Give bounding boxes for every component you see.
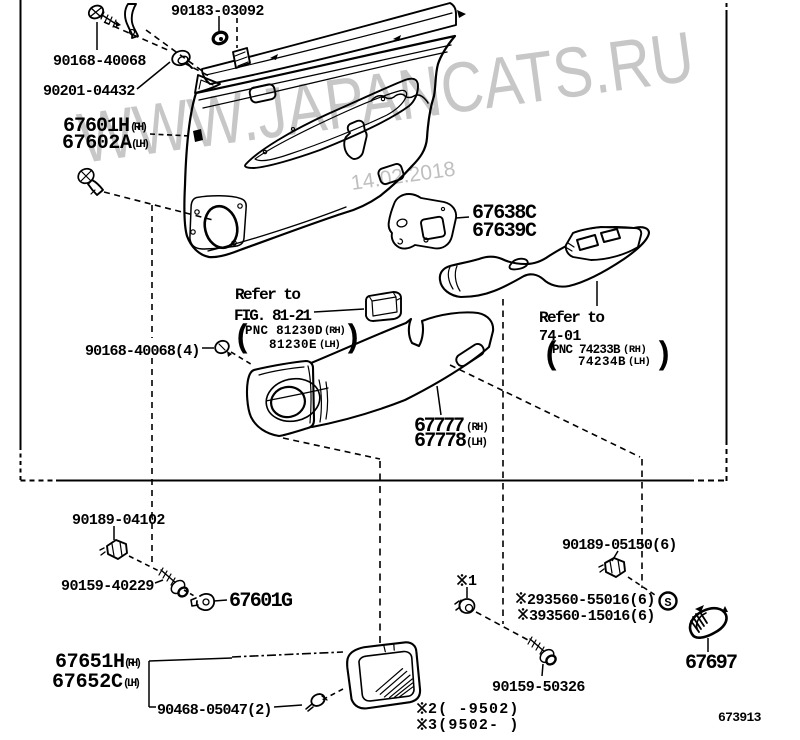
svg-text:81230E: 81230E [269,338,316,352]
svg-text:(RH): (RH) [466,422,488,434]
svg-text:393560-15016(6): 393560-15016(6) [529,608,655,625]
svg-text:90468-05047(2): 90468-05047(2) [157,702,272,719]
svg-text:1: 1 [468,573,477,590]
svg-text:(RH): (RH) [124,658,141,670]
svg-text:90201-04432: 90201-04432 [43,83,135,100]
svg-text:67651H: 67651H [55,651,124,674]
svg-text:90159-50326: 90159-50326 [492,679,585,696]
svg-text:(RH): (RH) [130,122,147,134]
svg-text:67602A: 67602A [62,132,132,155]
svg-text:Refer to: Refer to [235,286,301,304]
svg-text:(: ( [233,320,252,357]
svg-text:67639C: 67639C [472,220,537,243]
svg-text:67601G: 67601G [229,590,293,613]
svg-text:Refer to: Refer to [539,309,605,327]
svg-text:90168-40068: 90168-40068 [53,53,146,70]
svg-text:FIG. 81-21: FIG. 81-21 [234,307,312,325]
svg-text:3(9502- ): 3(9502- ) [428,717,518,734]
svg-text:74-01: 74-01 [539,328,581,345]
svg-text:(: ( [542,337,561,374]
svg-text:(LH): (LH) [319,339,340,351]
svg-text:(LH): (LH) [123,678,140,690]
svg-text:PNC 74233B: PNC 74233B [552,343,621,357]
svg-text:2( -9502): 2( -9502) [428,701,518,718]
svg-text:90159-40229: 90159-40229 [61,578,154,595]
svg-text:(LH): (LH) [131,139,149,151]
svg-text:74234B: 74234B [578,355,626,369]
svg-text:293560-55016(6): 293560-55016(6) [527,592,655,609]
svg-text:90189-05150(6): 90189-05150(6) [562,537,677,554]
svg-text:67778: 67778 [414,430,466,453]
svg-text:90168-40068(4): 90168-40068(4) [85,343,200,360]
svg-text:): ) [343,320,362,357]
svg-text:673913: 673913 [718,710,762,725]
svg-text:): ) [654,337,673,374]
svg-text:(RH): (RH) [324,325,345,337]
svg-text:PNC 81230D: PNC 81230D [245,324,323,338]
svg-text:67697: 67697 [685,652,737,675]
svg-text:67652C: 67652C [52,671,123,694]
svg-text:90189-04102: 90189-04102 [72,512,165,529]
svg-text:67777: 67777 [414,415,464,438]
svg-text:(LH): (LH) [628,356,650,368]
svg-text:67601H: 67601H [63,115,129,138]
svg-text:67638C: 67638C [472,202,537,225]
svg-text:(RH): (RH) [623,344,646,356]
svg-text:S: S [664,596,671,610]
svg-text:(LH): (LH) [466,437,487,449]
svg-text:90183-03092: 90183-03092 [171,3,264,20]
